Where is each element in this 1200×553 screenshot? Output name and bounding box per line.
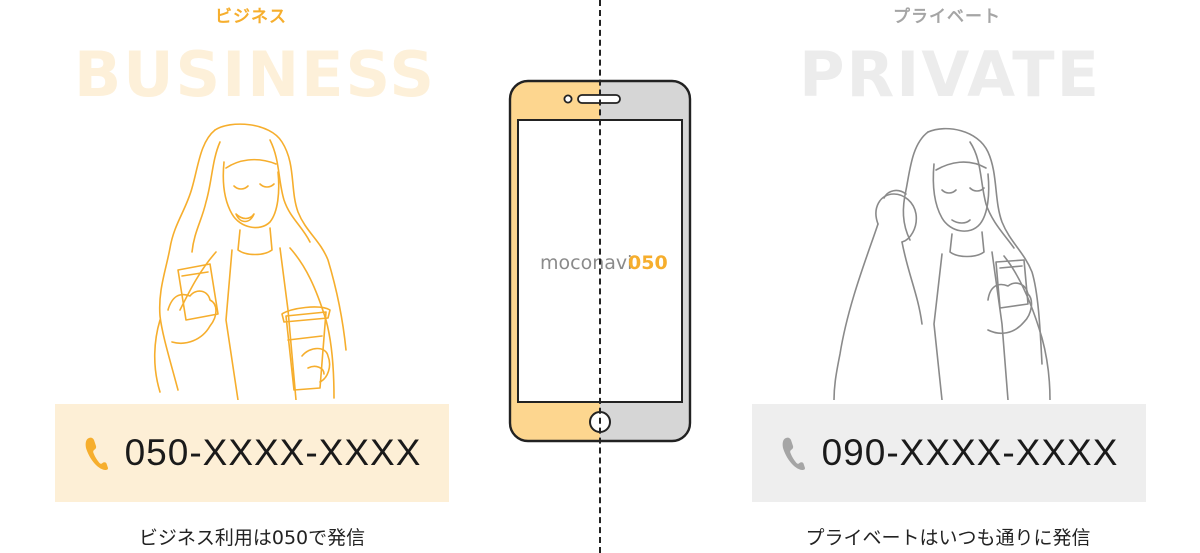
private-heading-kana: プライベート	[893, 7, 1001, 27]
business-caption: ビジネス利用は050で発信	[138, 527, 366, 549]
business-heading-watermark: BUSINESS	[73, 38, 437, 111]
phone-icon	[85, 437, 108, 470]
phone-icon	[782, 437, 805, 470]
business-phone-number: 050-XXXX-XXXX	[124, 432, 422, 473]
business-heading-kana: ビジネス	[215, 7, 287, 27]
business-woman-illustration	[153, 123, 347, 400]
private-number-panel: 090-XXXX-XXXX	[752, 404, 1146, 502]
private-caption: プライベートはいつも通りに発信	[805, 527, 1091, 549]
moconavi-logo-word: moconavi	[540, 252, 632, 274]
private-woman-illustration	[833, 127, 1051, 400]
business-number-panel: 050-XXXX-XXXX	[55, 404, 449, 502]
private-heading-watermark: PRIVATE	[799, 38, 1101, 111]
moconavi-logo-number: 050	[628, 252, 668, 274]
center-divider	[599, 0, 601, 553]
private-phone-number: 090-XXXX-XXXX	[821, 432, 1119, 473]
